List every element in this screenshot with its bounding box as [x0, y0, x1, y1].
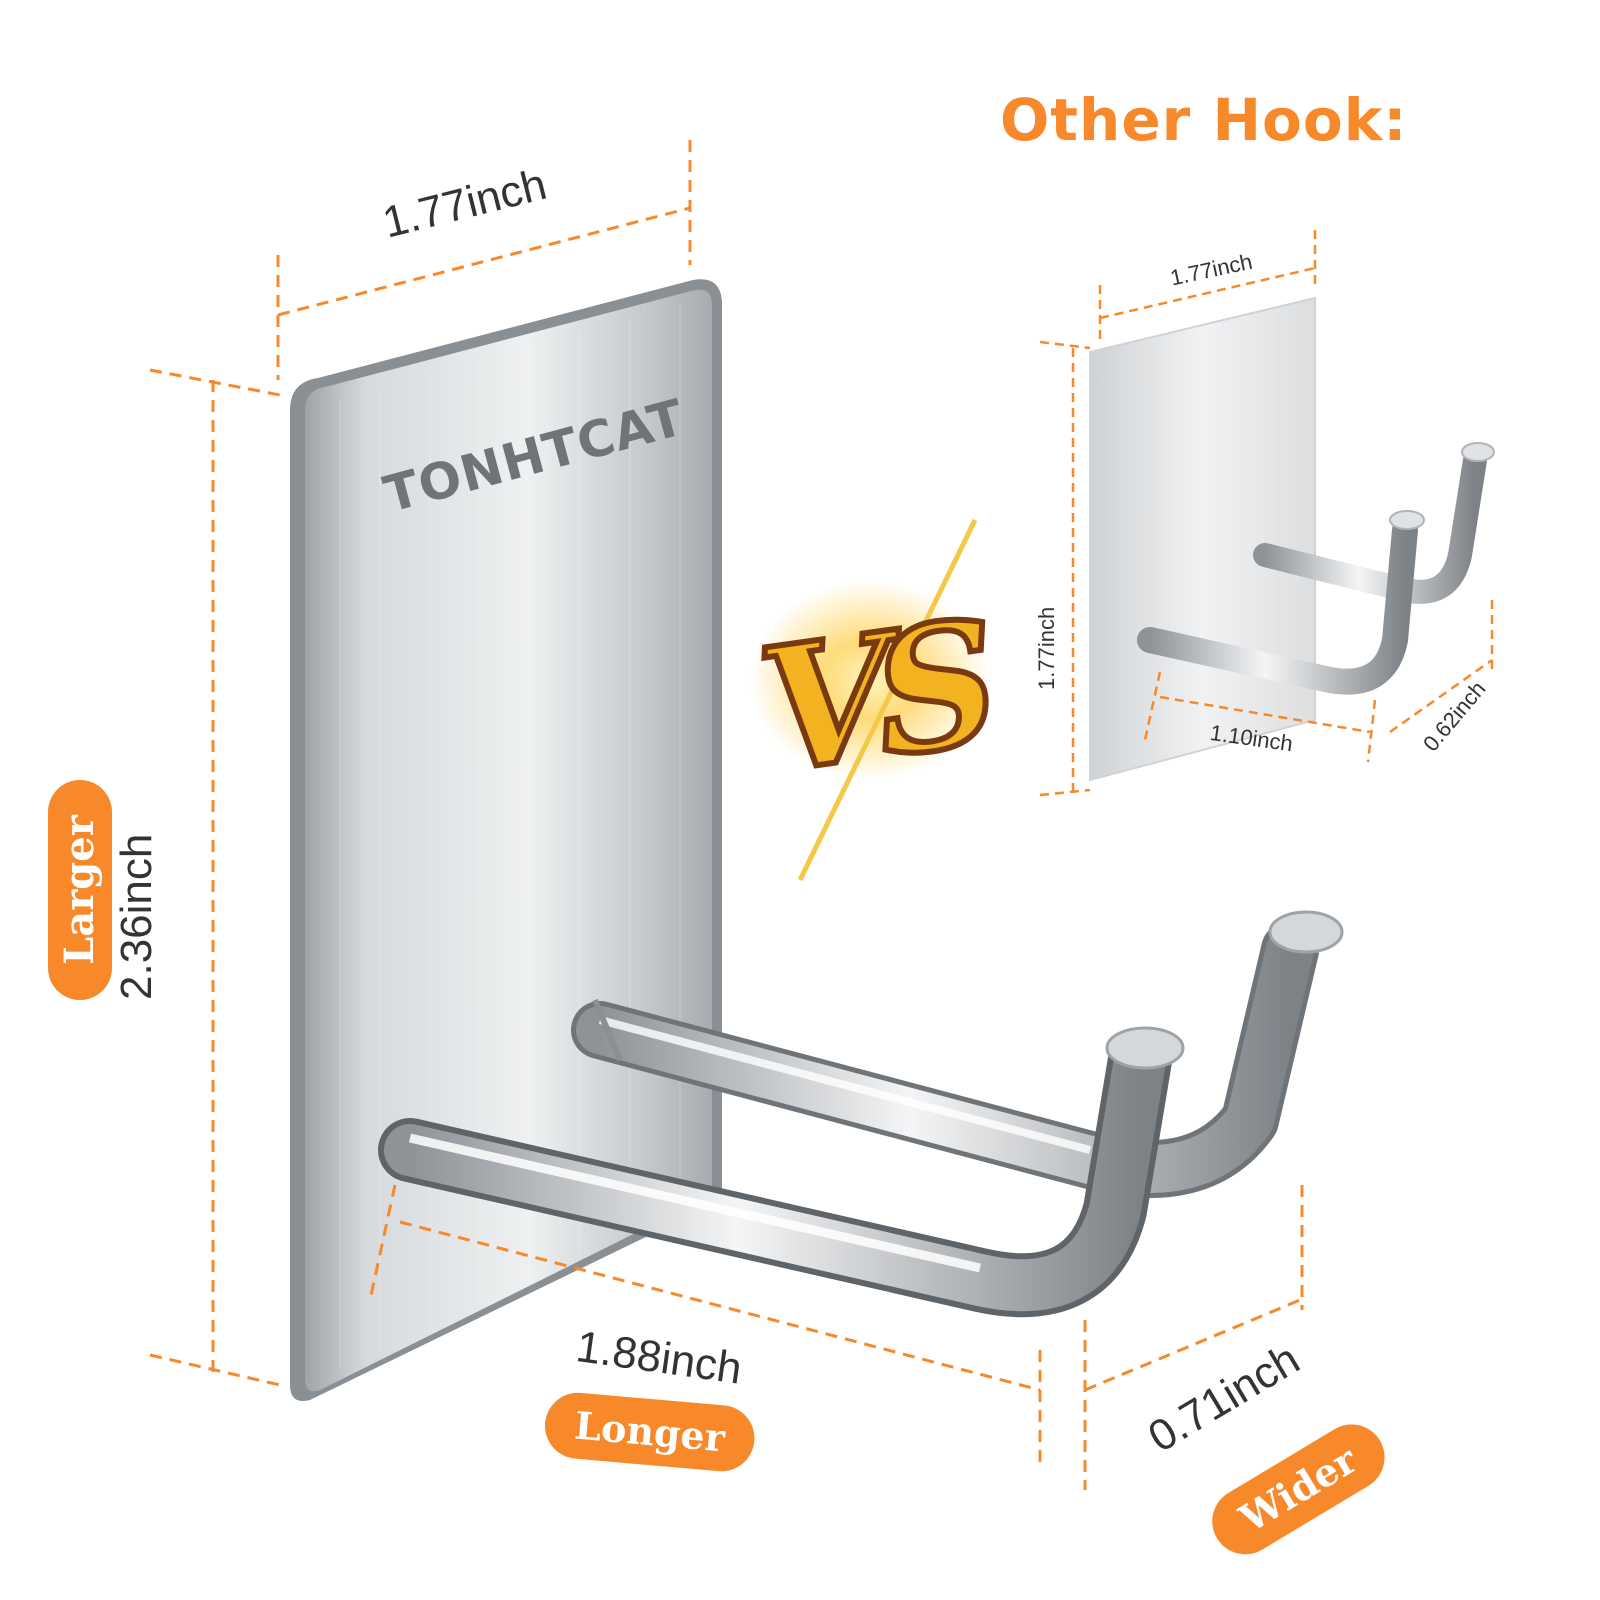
main-dimension-lines — [149, 140, 1304, 1490]
other-dimension-lines — [1039, 230, 1494, 797]
lower-rod-tip — [1105, 1026, 1185, 1070]
main-plate — [305, 289, 712, 1392]
other-height-label: 1.77inch — [1034, 606, 1059, 690]
main-hook — [290, 279, 1344, 1402]
upper-rod-tip — [1268, 910, 1344, 954]
other-hook — [1089, 296, 1495, 782]
other-length-line — [1159, 695, 1371, 734]
main-height-label: 2.36inch — [112, 833, 161, 1000]
vs-lightning-streak — [797, 518, 978, 882]
other-depth-line — [1389, 658, 1493, 734]
upper-rod-highlight — [598, 1016, 1092, 1154]
main-length-line — [399, 1220, 1041, 1392]
other-plate — [1089, 296, 1316, 782]
larger-badge: Larger — [48, 780, 112, 1000]
lower-rod-highlight — [408, 1133, 982, 1273]
main-width-line — [277, 206, 691, 317]
vs-glow — [750, 580, 990, 780]
lower-hook-rod — [384, 1034, 1166, 1312]
upper-rod-collar — [592, 998, 623, 1062]
other-lower-rod — [1137, 517, 1418, 695]
vs-text: VS — [746, 581, 996, 815]
other-hook-heading: Other Hook: — [1000, 86, 1408, 154]
vs-emblem — [750, 518, 990, 882]
other-width-line — [1099, 266, 1316, 320]
